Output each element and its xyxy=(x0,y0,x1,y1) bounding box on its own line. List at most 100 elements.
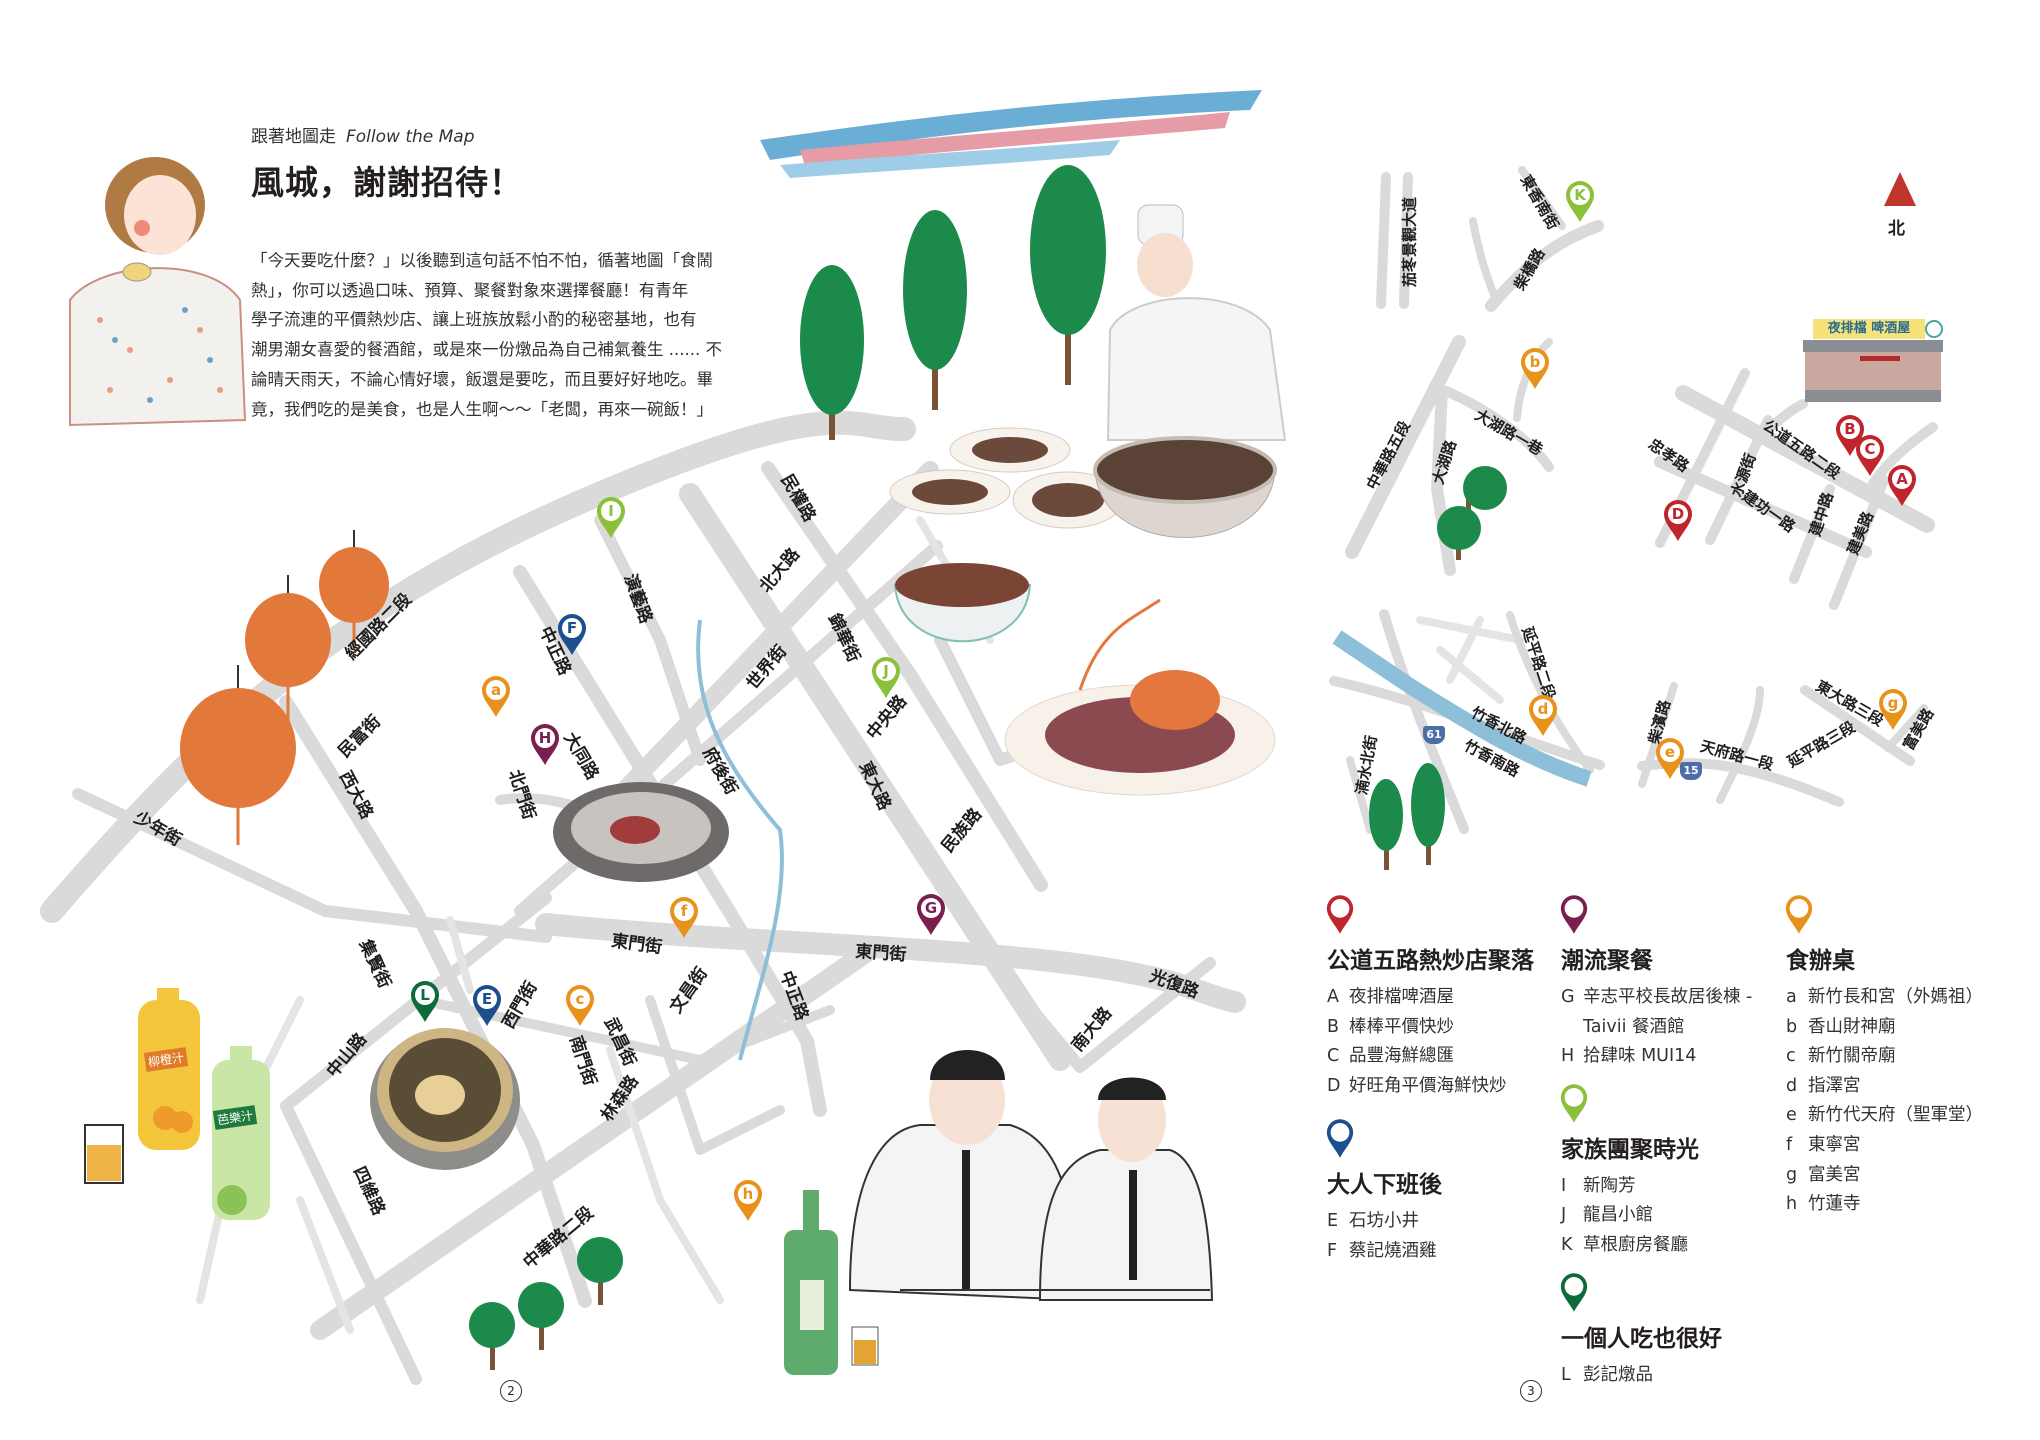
page-title: 風城，謝謝招待！ xyxy=(251,163,523,202)
legend-item: f 東寧宮 xyxy=(1786,1131,2026,1161)
map-pin-letter: C xyxy=(1864,440,1876,458)
intro-paragraph-line: 學子流連的平價熱炒店、讓上班族放鬆小酌的秘密基地，也有 xyxy=(251,310,697,330)
map-pin-letter: d xyxy=(1537,700,1549,718)
legend-item-code: d xyxy=(1786,1075,1798,1096)
location-pin-icon xyxy=(1784,893,1814,935)
street-label: 東門街 xyxy=(854,941,907,966)
legend-item-name: 彭記燉品 xyxy=(1583,1364,1653,1385)
legend-item-name: 拾肆味 MUI14 xyxy=(1583,1046,1697,1067)
tree-illustrations xyxy=(469,165,1507,1370)
map-pin-E[interactable]: E xyxy=(471,983,503,1027)
map-pin-C[interactable]: C xyxy=(1854,433,1886,477)
legend-item: C 品豐海鮮總匯 xyxy=(1327,1042,1567,1072)
legend-item: J 龍昌小館 xyxy=(1561,1201,1801,1231)
intro-paragraph-line: 竟，我們吃的是美食，也是人生啊～～「老闆，再來一碗飯！」 xyxy=(251,399,713,419)
legend-item-code: C xyxy=(1327,1046,1340,1067)
intro-paragraph-line: 論晴天雨天，不論心情好壞，飯還是要吃，而且要好好地吃。畢 xyxy=(251,369,713,389)
map-pin-letter: K xyxy=(1574,186,1586,204)
legend-item-code: A xyxy=(1327,987,1339,1007)
map-pin-g[interactable]: g xyxy=(1877,687,1909,731)
map-pin-letter: E xyxy=(481,990,493,1008)
route-shield-61: 61 xyxy=(1423,726,1445,744)
kicker-en: Follow the Map xyxy=(346,127,475,147)
map-pin-e[interactable]: e xyxy=(1654,736,1686,780)
legend-item-name: 竹蓮寺 xyxy=(1808,1194,1861,1215)
map-pin-J[interactable]: J xyxy=(870,655,902,699)
legend-item-name: 新陶芳 xyxy=(1583,1175,1636,1196)
location-pin-icon xyxy=(1559,893,1589,935)
location-pin-icon xyxy=(1559,1271,1589,1313)
map-pin-I[interactable]: I xyxy=(595,495,627,539)
kicker-zh: 跟著地圖走 xyxy=(251,127,336,147)
map-pin-D[interactable]: D xyxy=(1662,498,1694,542)
legend-category-title: 食辦桌 xyxy=(1786,948,1855,974)
river-inset-map xyxy=(1332,630,1592,787)
intro-paragraph-line: 「今天要吃什麼？」以後聽到這句話不怕不怕，循著地圖「食鬧 xyxy=(251,251,713,270)
legend-item-name: 夜排檔啤酒屋 xyxy=(1349,987,1454,1007)
legend-item-code: g xyxy=(1786,1164,1798,1185)
map-pin-letter: g xyxy=(1887,694,1899,712)
kicker: 跟著地圖走 Follow the Map xyxy=(251,122,475,147)
map-pin-letter: H xyxy=(538,729,552,747)
map-pin-c[interactable]: c xyxy=(564,983,596,1027)
legend-item-code: G xyxy=(1561,987,1575,1007)
map-pin-B[interactable]: B xyxy=(1834,413,1866,457)
map-pin-F[interactable]: F xyxy=(556,612,588,656)
legend-item-name: 好旺角平價海鮮快炒 xyxy=(1349,1075,1507,1096)
legend-item-name: 新竹關帝廟 xyxy=(1808,1046,1896,1067)
map-pin-letter: c xyxy=(575,990,585,1008)
map-pin-b[interactable]: b xyxy=(1519,346,1551,390)
legend-item-code: f xyxy=(1786,1134,1793,1155)
legend-item: K 草根廚房餐廳 xyxy=(1561,1231,1801,1261)
map-pin-letter: B xyxy=(1844,420,1856,438)
map-pin-a[interactable]: a xyxy=(480,674,512,718)
legend-item-name: 龍昌小館 xyxy=(1583,1205,1653,1226)
legend-item-code: b xyxy=(1786,1016,1798,1037)
map-pin-L[interactable]: L xyxy=(409,979,441,1023)
map-pin-A[interactable]: A xyxy=(1886,463,1918,507)
map-pin-letter: I xyxy=(608,502,614,520)
legend-item-name: 品豐海鮮總匯 xyxy=(1349,1046,1454,1067)
legend-item-name: 香山財神廟 xyxy=(1808,1016,1896,1037)
legend-item-code: a xyxy=(1786,987,1797,1007)
map-pin-h[interactable]: h xyxy=(732,1178,764,1222)
map-pin-f[interactable]: f xyxy=(668,895,700,939)
legend-category-title: 公道五路熱炒店聚落 xyxy=(1327,948,1534,974)
location-pin-icon xyxy=(1325,893,1355,935)
roads-inset-maps xyxy=(1329,166,1938,834)
map-pin-G[interactable]: G xyxy=(915,892,947,936)
legend-item-name: 東寧宮 xyxy=(1808,1134,1861,1155)
legend-item-name: 棒棒平價快炒 xyxy=(1349,1016,1454,1037)
north-label: 北 xyxy=(1888,219,1905,239)
map-pin-K[interactable]: K xyxy=(1564,179,1596,223)
legend-item-code: B xyxy=(1327,1016,1340,1037)
legend-item-code: c xyxy=(1786,1046,1796,1067)
lantern-illustrations xyxy=(180,530,389,845)
intro-paragraph: 「今天要吃什麼？」以後聽到這句話不怕不怕，循著地圖「食鬧熱」，你可以透過口味、預… xyxy=(251,246,743,424)
location-pin-icon xyxy=(1325,1117,1355,1159)
map-pin-d[interactable]: d xyxy=(1527,693,1559,737)
legend-item-name: 蔡記燒酒雞 xyxy=(1349,1240,1437,1261)
legend-item-code: J xyxy=(1561,1205,1567,1226)
two-men-drinking-illustration xyxy=(848,1050,1214,1302)
legend-item-name: 富美宮 xyxy=(1808,1164,1861,1185)
legend-item-code: K xyxy=(1561,1234,1573,1255)
map-pin-H[interactable]: H xyxy=(529,722,561,766)
legend-item-name: 草根廚房餐廳 xyxy=(1583,1234,1688,1255)
legend-item-code: L xyxy=(1561,1364,1571,1385)
legend-category-title: 家族團聚時光 xyxy=(1561,1136,1699,1163)
street-label: 茄苳景觀大道 xyxy=(1400,196,1419,288)
